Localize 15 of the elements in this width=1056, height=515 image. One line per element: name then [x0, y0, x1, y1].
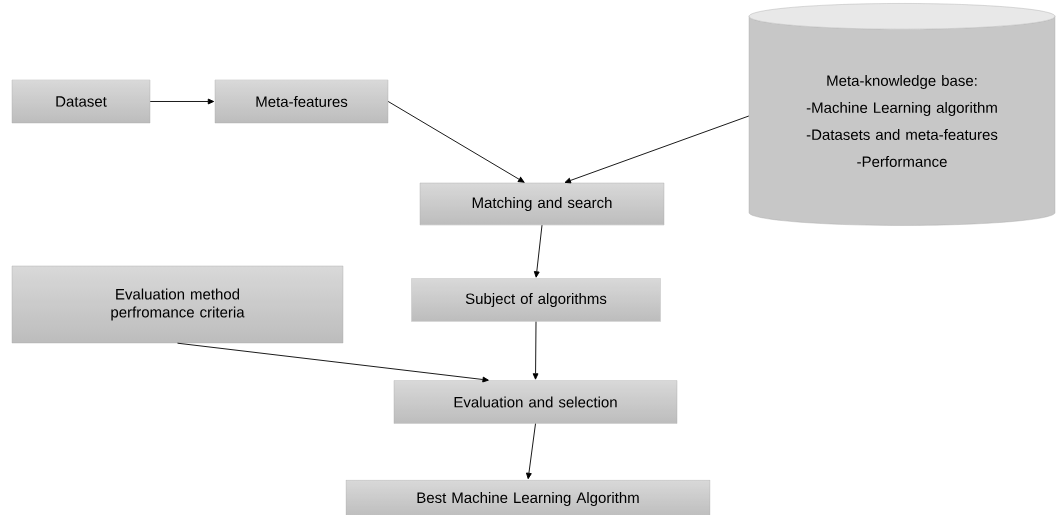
arrow — [526, 423, 536, 480]
arrow — [564, 115, 750, 184]
process-box: Matching and search — [419, 182, 665, 226]
arrow — [532, 321, 539, 380]
arrow — [533, 224, 543, 278]
process-box: Subject of algorithms — [411, 278, 661, 322]
process-box: Meta-features — [214, 79, 389, 124]
process-box: Best Machine Learning Algorithm — [345, 479, 711, 515]
process-box: Dataset — [11, 79, 151, 124]
process-box: Evaluation and selection — [393, 380, 678, 424]
database-cylinder: Meta-knowledge base: -Machine Learning algorithm -Datasets and meta-features -Performance — [748, 3, 1056, 226]
arrow — [387, 101, 525, 183]
arrow — [177, 342, 489, 383]
arrow — [149, 98, 215, 105]
process-box: Evaluation method perfromance criteria — [11, 265, 344, 344]
